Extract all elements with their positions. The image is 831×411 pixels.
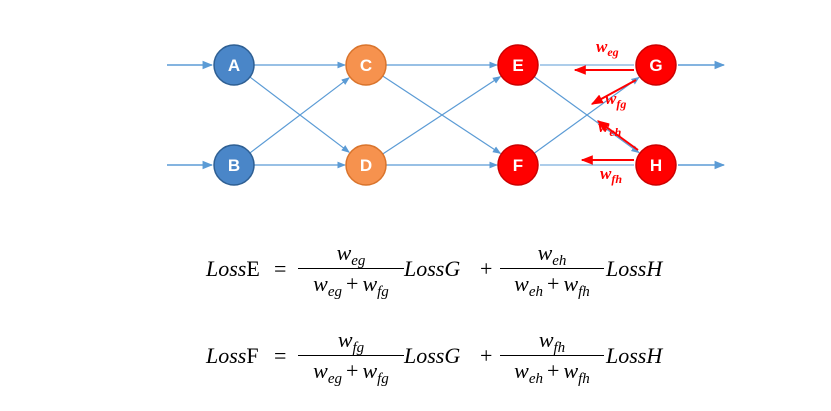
node-h: H (635, 144, 677, 186)
edge-d-e (382, 76, 502, 155)
formula-loss-f-term-2: LossH (606, 343, 663, 368)
formula-loss-f-fraction-1: wfg weg+wfg (298, 325, 404, 387)
node-g-circle (635, 44, 677, 86)
edge-b-c (249, 77, 350, 154)
node-h-label: H (650, 156, 662, 175)
svg-text:weg: weg (596, 37, 619, 59)
formula-loss-f-term-1: LossG (404, 343, 461, 368)
weight-label-w-fh: wfh (600, 164, 622, 186)
node-g: G (635, 44, 677, 86)
node-b-label: B (228, 156, 240, 175)
formula-loss-e-term-2: LossH (606, 256, 663, 281)
formula-loss-f-plus: + (480, 343, 493, 368)
edges-layer (167, 60, 726, 170)
node-b-circle (213, 144, 255, 186)
formula-loss-e: LossE = weg weg+wfg LossG + weh weh+wfh … (206, 238, 726, 310)
formula-loss-e-fraction-2: weh weh+wfh (500, 238, 604, 300)
weight-label-w-eh: weh (598, 117, 622, 139)
formula-loss-e-equals: = (274, 256, 287, 281)
node-f: F (497, 144, 539, 186)
node-b: B (213, 144, 255, 186)
node-e: E (497, 44, 539, 86)
node-c: C (345, 44, 387, 86)
backprop-arrows-layer (573, 65, 639, 165)
backprop-arrow-g-f (590, 79, 637, 105)
node-c-label: C (360, 56, 372, 75)
edge-f-g (533, 76, 640, 154)
svg-text:wfh: wfh (600, 164, 622, 186)
formula-loss-f-lhs: LossF (206, 343, 259, 368)
formula-loss-e-lhs: LossE (206, 256, 260, 281)
formula-loss-f: LossF = wfg weg+wfg LossG + wfh weh+wfh … (206, 325, 726, 397)
node-f-label: F (513, 156, 523, 175)
node-f-circle (497, 144, 539, 186)
formula-loss-e-plus: + (480, 256, 493, 281)
node-d: D (345, 144, 387, 186)
node-c-circle (345, 44, 387, 86)
weight-label-w-eg: weg (596, 37, 619, 59)
formula-loss-e-fraction-1: weg weg+wfg (298, 238, 404, 300)
node-h-circle (635, 144, 677, 186)
node-d-label: D (360, 156, 372, 175)
node-a: A (213, 44, 255, 86)
formula-loss-f-fraction-2: wfh weh+wfh (500, 325, 604, 387)
node-g-label: G (649, 56, 662, 75)
formula-loss-e-term-1: LossG (404, 256, 461, 281)
node-e-label: E (512, 56, 523, 75)
svg-text:weh: weh (598, 117, 622, 139)
nodes-layer: A B C D E F G H (213, 44, 677, 186)
node-e-circle (497, 44, 539, 86)
backprop-arrow-h-e (597, 120, 639, 151)
formula-loss-f-equals: = (274, 343, 287, 368)
node-a-label: A (228, 56, 240, 75)
node-a-circle (213, 44, 255, 86)
svg-text:wfg: wfg (605, 89, 626, 111)
weight-label-w-fg: wfg (605, 89, 626, 111)
node-d-circle (345, 144, 387, 186)
